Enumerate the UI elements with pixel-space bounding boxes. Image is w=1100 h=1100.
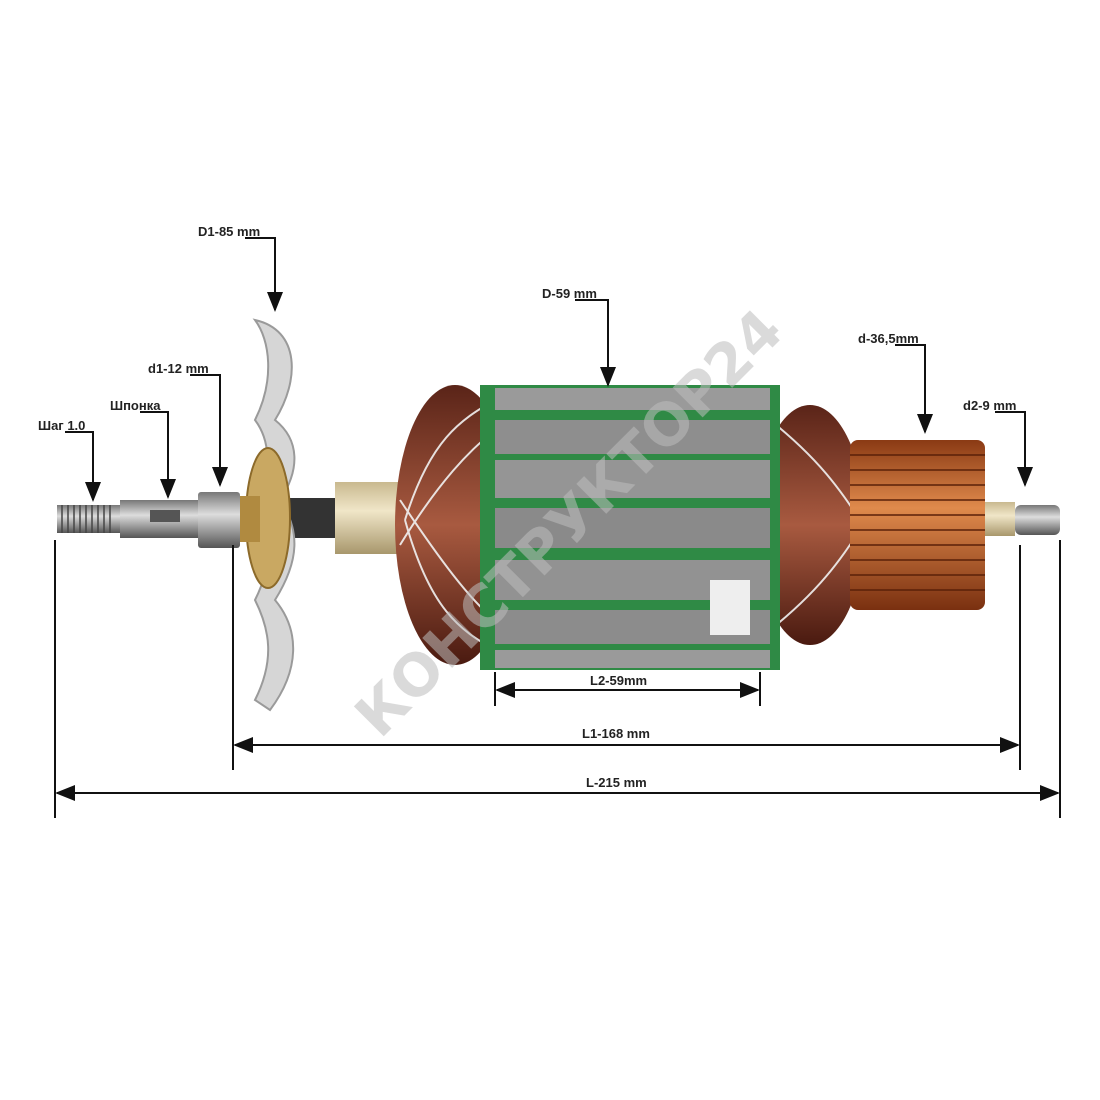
label-d2-shaft: d2-9 mm (963, 398, 1016, 413)
shaft (57, 492, 1060, 548)
winding-right (755, 405, 865, 645)
commutator (850, 440, 985, 610)
shaft-end (1015, 505, 1060, 535)
label-d-commutator: d-36,5mm (858, 331, 919, 346)
label-d1-fan: D1-85 mm (198, 224, 260, 239)
callout-d1-fan (245, 237, 283, 312)
label-thread-pitch: Шаг 1.0 (38, 418, 85, 433)
insulator-sleeve (335, 482, 405, 554)
callout-d2-shaft (995, 411, 1033, 487)
label-d-core: D-59 mm (542, 286, 597, 301)
bearing-seat (198, 492, 240, 548)
label-l1: L1-168 mm (582, 726, 650, 741)
label-d1-shaft: d1-12 mm (148, 361, 209, 376)
label-key: Шпонка (110, 398, 161, 413)
callout-thread-pitch (65, 431, 101, 502)
callout-key (140, 411, 176, 499)
callout-d-core (575, 299, 616, 387)
callout-d1-shaft (190, 374, 228, 487)
label-l2: L2-59mm (590, 673, 647, 688)
key-slot (150, 510, 180, 522)
armature-core (480, 385, 780, 670)
label-l: L-215 mm (586, 775, 647, 790)
callout-d-commutator (895, 344, 933, 434)
fan (240, 318, 296, 712)
